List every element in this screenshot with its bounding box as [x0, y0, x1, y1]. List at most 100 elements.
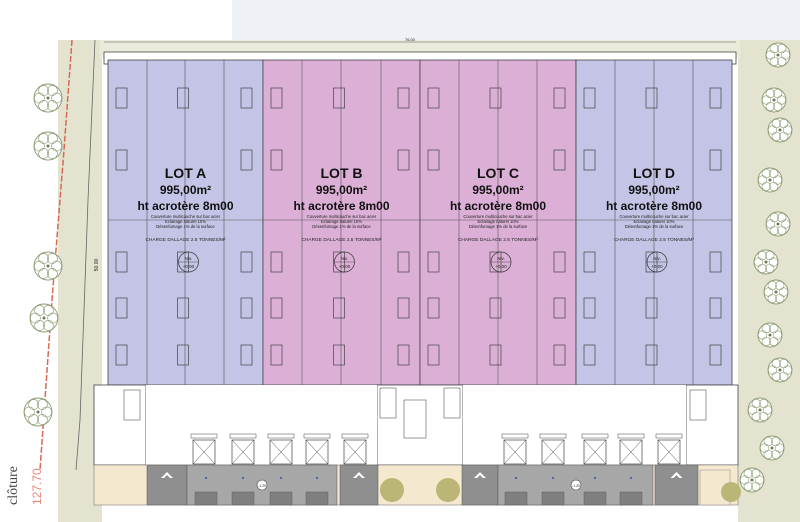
dock-door-cross [583, 439, 607, 465]
dock-door-cross [343, 439, 367, 465]
bollard [514, 476, 518, 480]
lot-area: 995,00m² [472, 183, 523, 197]
truck-lane [339, 464, 379, 506]
chevron-up-icon [353, 472, 365, 478]
shrub [380, 478, 404, 502]
tree-leaf [771, 436, 781, 447]
skylight [489, 87, 502, 109]
lot-height: ht acrotère 8m00 [293, 199, 389, 213]
tree-leaf [775, 293, 785, 304]
tree-leaf [779, 118, 789, 129]
tree-icon [33, 131, 63, 161]
trees [23, 42, 793, 493]
tree-leaf [777, 212, 787, 223]
tree-icon [739, 467, 765, 493]
parking-stall [541, 491, 565, 506]
skylight [333, 87, 345, 109]
loading-dock-zone [463, 385, 686, 465]
tree-trunk [764, 260, 768, 264]
tree-leaf [761, 168, 771, 179]
tree-icon [765, 211, 791, 237]
tree-trunk [758, 408, 762, 412]
vertical-dimension-text: 50.00 [94, 259, 100, 272]
tree-leaf [773, 101, 783, 112]
lot-note-roof3: Désenfumage 1% de la surface [312, 224, 371, 229]
truck-bays [146, 464, 731, 506]
tree-trunk [770, 446, 774, 450]
tree-icon [33, 83, 63, 113]
lot-name: LOT A [165, 165, 206, 181]
dock-canopy [267, 433, 295, 439]
skylight [427, 149, 440, 171]
bollard [204, 476, 208, 480]
level-marker-label: Niv. [185, 256, 192, 261]
lot-area: 995,00m² [316, 183, 367, 197]
tree-icon [23, 397, 53, 427]
dock-door-cross [269, 439, 293, 465]
stair-a [123, 389, 141, 421]
bollard [593, 476, 597, 480]
skylight [583, 251, 596, 273]
property-boundary-line [39, 39, 73, 471]
tree-leaf [46, 100, 58, 111]
tree-leaf [773, 88, 783, 99]
lot-a-area [107, 59, 264, 386]
dock-door-cross [231, 439, 255, 465]
tree-leaf [34, 305, 45, 316]
tree-trunk [778, 368, 782, 372]
lot-note-roof1: Couverture multicouche sur bac acier [151, 214, 221, 219]
lot-note-roof2: Eclairage naturel 10% [478, 219, 519, 224]
skylight [427, 87, 440, 109]
tree-leaf [771, 358, 781, 369]
dock-door [343, 439, 367, 465]
skylight [397, 251, 410, 273]
dock-door [583, 439, 607, 465]
tree-leaf [777, 56, 787, 67]
skylight [583, 87, 596, 109]
truck-lane [461, 464, 499, 506]
tree-icon [765, 42, 791, 68]
tree-leaf [769, 336, 779, 347]
tree-leaf [38, 253, 49, 264]
level-marker-value: +0.00 [183, 264, 195, 269]
tree-icon [759, 435, 785, 461]
tree-icon [29, 303, 59, 333]
skylight [177, 297, 189, 319]
lot-note-roof1: Couverture multicouche sur bac acier [307, 214, 377, 219]
skylight [115, 87, 128, 109]
lot-note-charge: CHARGE DALLAGE 2.5 TONNES/M² [458, 237, 538, 243]
dock-door [657, 439, 681, 465]
skylight [583, 344, 596, 366]
dock-canopy [341, 433, 369, 439]
dock-door-cross [619, 439, 643, 465]
tree-icon [767, 117, 793, 143]
tree-leaf [759, 411, 769, 422]
tree-leaf [771, 118, 781, 129]
chevron-up-icon [161, 472, 173, 478]
skylight [240, 344, 253, 366]
tree-icon [757, 322, 783, 348]
skylight [240, 149, 253, 171]
skylight [270, 344, 283, 366]
skylight [270, 149, 283, 171]
stair-b [379, 387, 397, 419]
lot-note-charge: CHARGE DALLAGE 2.5 TONNES/M² [614, 237, 694, 243]
tree-leaf [765, 88, 775, 99]
skylight [553, 297, 566, 319]
skylight [240, 297, 253, 319]
lot-note-roof3: Désenfumage 1% de la surface [625, 224, 684, 229]
skylight [427, 251, 440, 273]
tree-leaf [759, 398, 769, 409]
skylight [115, 344, 128, 366]
tree-trunk [778, 128, 782, 132]
tree-leaf [38, 85, 49, 96]
skylight [709, 251, 722, 273]
skylight [583, 149, 596, 171]
tree-leaf [767, 280, 777, 291]
lot-note-roof2: Eclairage naturel 10% [165, 219, 206, 224]
dock-doors [190, 433, 683, 465]
skylight [709, 87, 722, 109]
